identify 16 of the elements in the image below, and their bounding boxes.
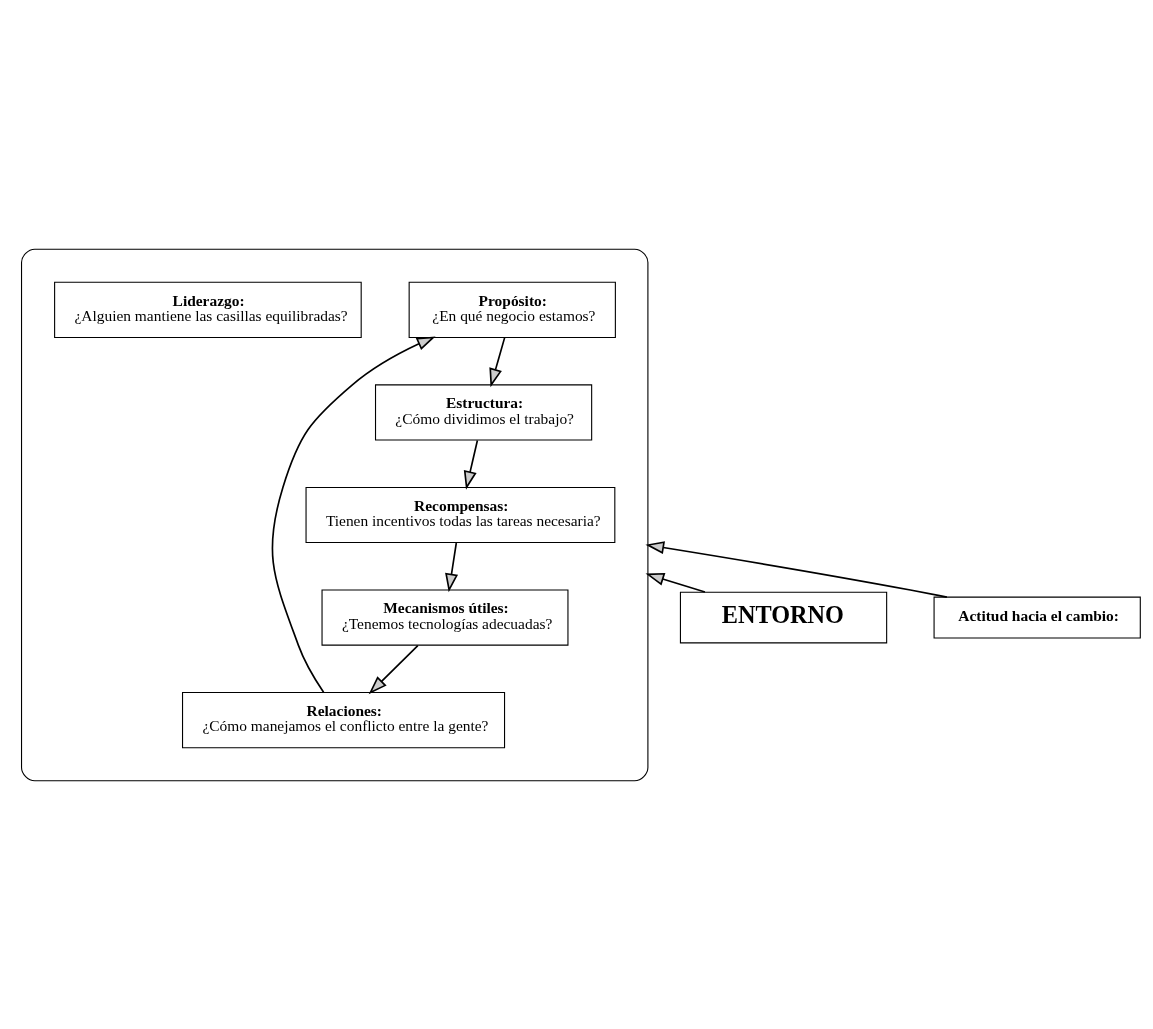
node-box: Actitud hacia el cambio: [933, 596, 1141, 638]
arrow [445, 541, 459, 592]
arrow [271, 335, 436, 693]
arrow [645, 540, 948, 598]
node-box: Estructura: ¿Cómo dividimos el trabajo? [374, 383, 593, 441]
node-box: Propósito: ¿En qué negocio estamos? [408, 281, 616, 338]
arrow [463, 439, 479, 490]
node-box: Mecanismos útiles: ¿Tenemos tecnologías adecuadas? [321, 588, 569, 646]
arrow [645, 572, 706, 593]
node-box: Liderazgo: ¿Alguien mantiene las casillas equilibradas? [54, 281, 362, 338]
arrow [368, 644, 419, 694]
arrow [489, 336, 506, 387]
cluster [21, 248, 649, 781]
node-box: Recompensas: Tienen incentivos todas las tareas necesaria? [305, 486, 616, 543]
node-box: ENTORNO [679, 591, 888, 643]
node-box: Relaciones: ¿Cómo manejamos el conflicto entre la gente? [182, 691, 506, 748]
